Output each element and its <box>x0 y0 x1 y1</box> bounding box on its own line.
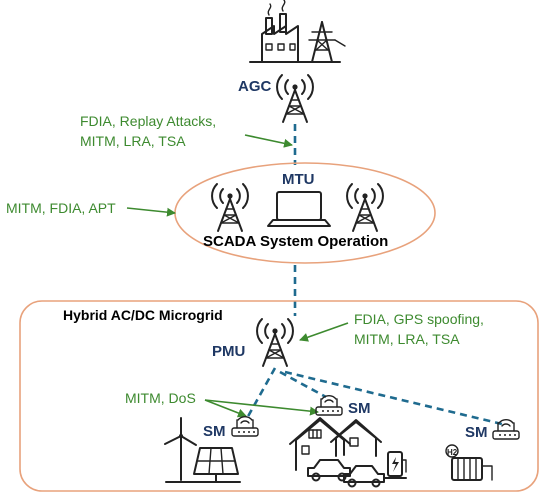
agc-attack-arrow <box>244 134 293 148</box>
car-icon <box>343 465 385 488</box>
pmu-attack-text: FDIA, GPS spoofing, MITM, LRA, TSA <box>354 311 488 347</box>
pmu-label: PMU <box>212 343 245 360</box>
pmu-attack-arrow <box>299 322 349 342</box>
house-icon <box>289 417 382 471</box>
scada-attack-text: MITM, FDIA, APT <box>6 200 116 216</box>
sm-label: SM <box>465 424 488 441</box>
laptop-icon <box>267 191 331 227</box>
scada-attack-arrow <box>126 207 176 217</box>
sm-attack-arrow <box>204 399 247 418</box>
h2-badge: H2 <box>447 448 458 457</box>
power-tower-icon <box>308 21 346 63</box>
factory-icon <box>249 0 341 63</box>
sm-attack-text: MITM, DoS <box>125 390 196 406</box>
antenna-tower-icon <box>346 183 384 232</box>
mtu-label: MTU <box>282 171 315 188</box>
agc-label: AGC <box>238 78 272 95</box>
router-icon <box>315 394 343 416</box>
agc-attack-text: FDIA, Replay Attacks, MITM, LRA, TSA <box>80 113 220 149</box>
agc-antenna-icon <box>276 74 314 123</box>
pmu-sm3-link <box>284 370 503 426</box>
sm-label: SM <box>203 423 226 440</box>
sm-label: SM <box>348 400 371 417</box>
microgrid-label: Hybrid AC/DC Microgrid <box>63 307 223 323</box>
ev-charger-icon <box>383 451 407 479</box>
hydrogen-storage-icon: H2 <box>445 444 493 481</box>
pmu-sm2-link <box>279 370 327 399</box>
scada-label: SCADA System Operation <box>203 233 388 250</box>
pmu-antenna-icon <box>256 318 294 367</box>
antenna-tower-icon <box>211 183 249 232</box>
wind-turbine-icon <box>164 417 197 481</box>
microgrid-region <box>19 300 539 492</box>
sm-attack-arrow <box>204 399 319 416</box>
solar-panel-icon <box>165 447 241 483</box>
pmu-sm1-link <box>244 367 277 421</box>
router-icon <box>231 415 259 437</box>
